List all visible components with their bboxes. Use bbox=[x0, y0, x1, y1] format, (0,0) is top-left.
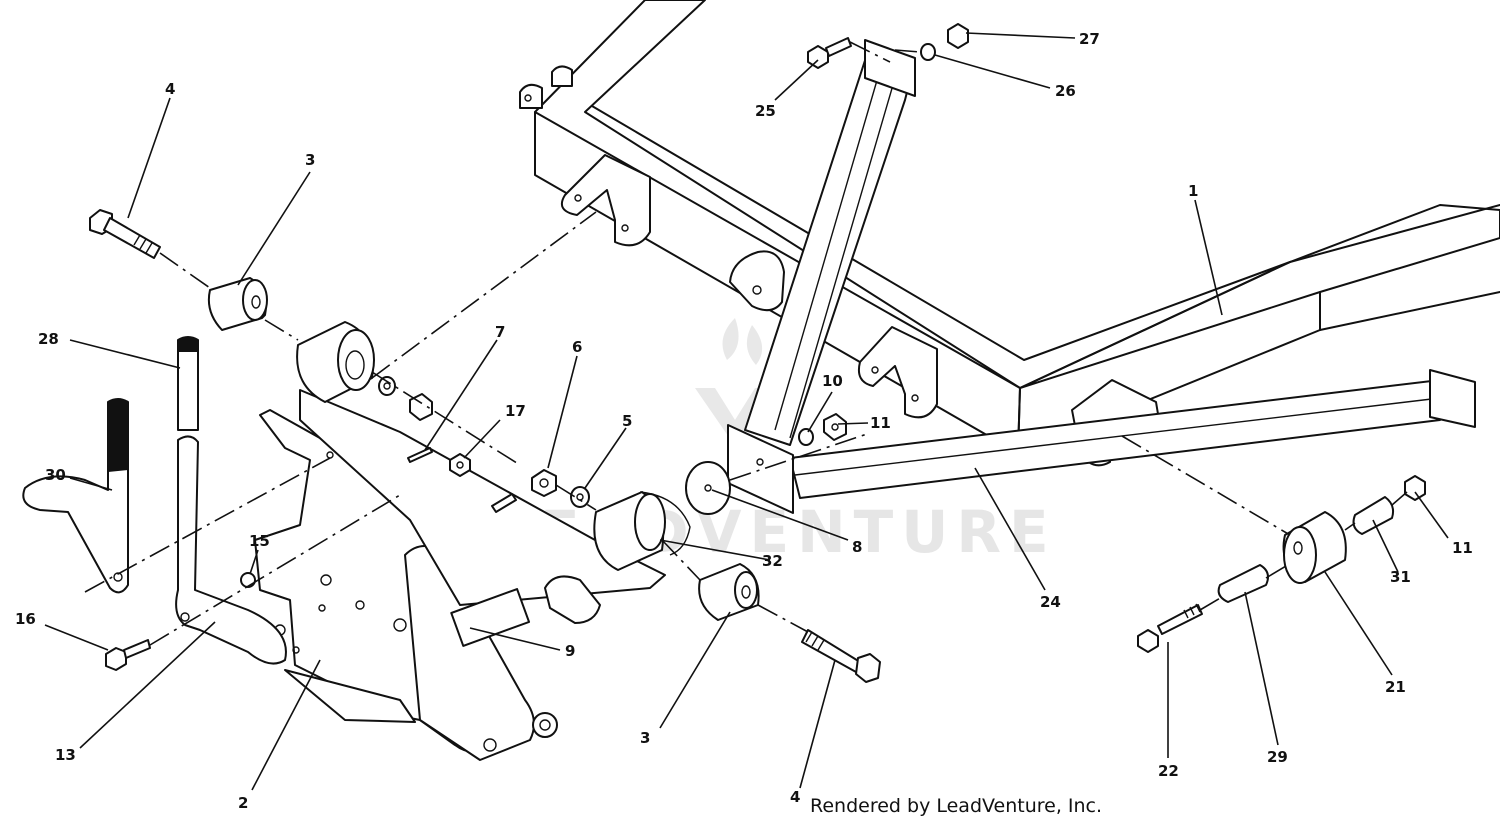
credit-text: Rendered by LeadVenture, Inc. bbox=[810, 795, 1102, 817]
callout-21: 21 bbox=[1385, 678, 1406, 696]
callout-30: 30 bbox=[45, 466, 66, 484]
center-lines bbox=[84, 41, 1408, 646]
callout-16: 16 bbox=[15, 610, 36, 628]
callout-2: 2 bbox=[238, 794, 248, 812]
callout-7: 7 bbox=[495, 323, 505, 341]
callout-13: 13 bbox=[55, 746, 76, 764]
callout-8: 8 bbox=[852, 538, 862, 556]
watermark: LEADVENTURE bbox=[495, 318, 1049, 566]
callout-10: 10 bbox=[822, 372, 843, 390]
callout-22: 22 bbox=[1158, 762, 1179, 780]
hitch-plate bbox=[254, 389, 666, 761]
callout-29: 29 bbox=[1267, 748, 1288, 766]
leader-lines bbox=[44, 32, 1449, 791]
diagonal-brace bbox=[744, 39, 916, 446]
callout-26: 26 bbox=[1055, 82, 1076, 100]
callout-17: 17 bbox=[505, 402, 526, 420]
callout-24: 24 bbox=[1040, 593, 1061, 611]
callout-5: 5 bbox=[622, 412, 632, 430]
callout-32: 32 bbox=[762, 552, 783, 570]
right-roller-parts bbox=[1137, 475, 1426, 653]
callout-3-lower: 3 bbox=[640, 729, 650, 747]
callout-11-upper: 11 bbox=[870, 414, 891, 432]
callout-25: 25 bbox=[755, 102, 776, 120]
callout-1: 1 bbox=[1188, 182, 1198, 200]
levers bbox=[22, 336, 287, 671]
pivot-parts bbox=[89, 209, 517, 513]
callout-4-upper: 4 bbox=[165, 80, 175, 98]
center-parts bbox=[531, 23, 969, 683]
callout-31: 31 bbox=[1390, 568, 1411, 586]
callout-11-right: 11 bbox=[1452, 539, 1473, 557]
callout-15: 15 bbox=[249, 532, 270, 550]
callout-6: 6 bbox=[572, 338, 582, 356]
cross-tube bbox=[727, 369, 1476, 514]
callout-4-lower: 4 bbox=[790, 788, 800, 806]
callout-27: 27 bbox=[1079, 30, 1100, 48]
callout-28: 28 bbox=[38, 330, 59, 348]
callout-3-upper: 3 bbox=[305, 151, 315, 169]
callout-9: 9 bbox=[565, 642, 575, 660]
callout-labels: 1 2 3 3 4 4 5 6 7 8 9 10 11 11 13 15 16 … bbox=[15, 30, 1473, 812]
